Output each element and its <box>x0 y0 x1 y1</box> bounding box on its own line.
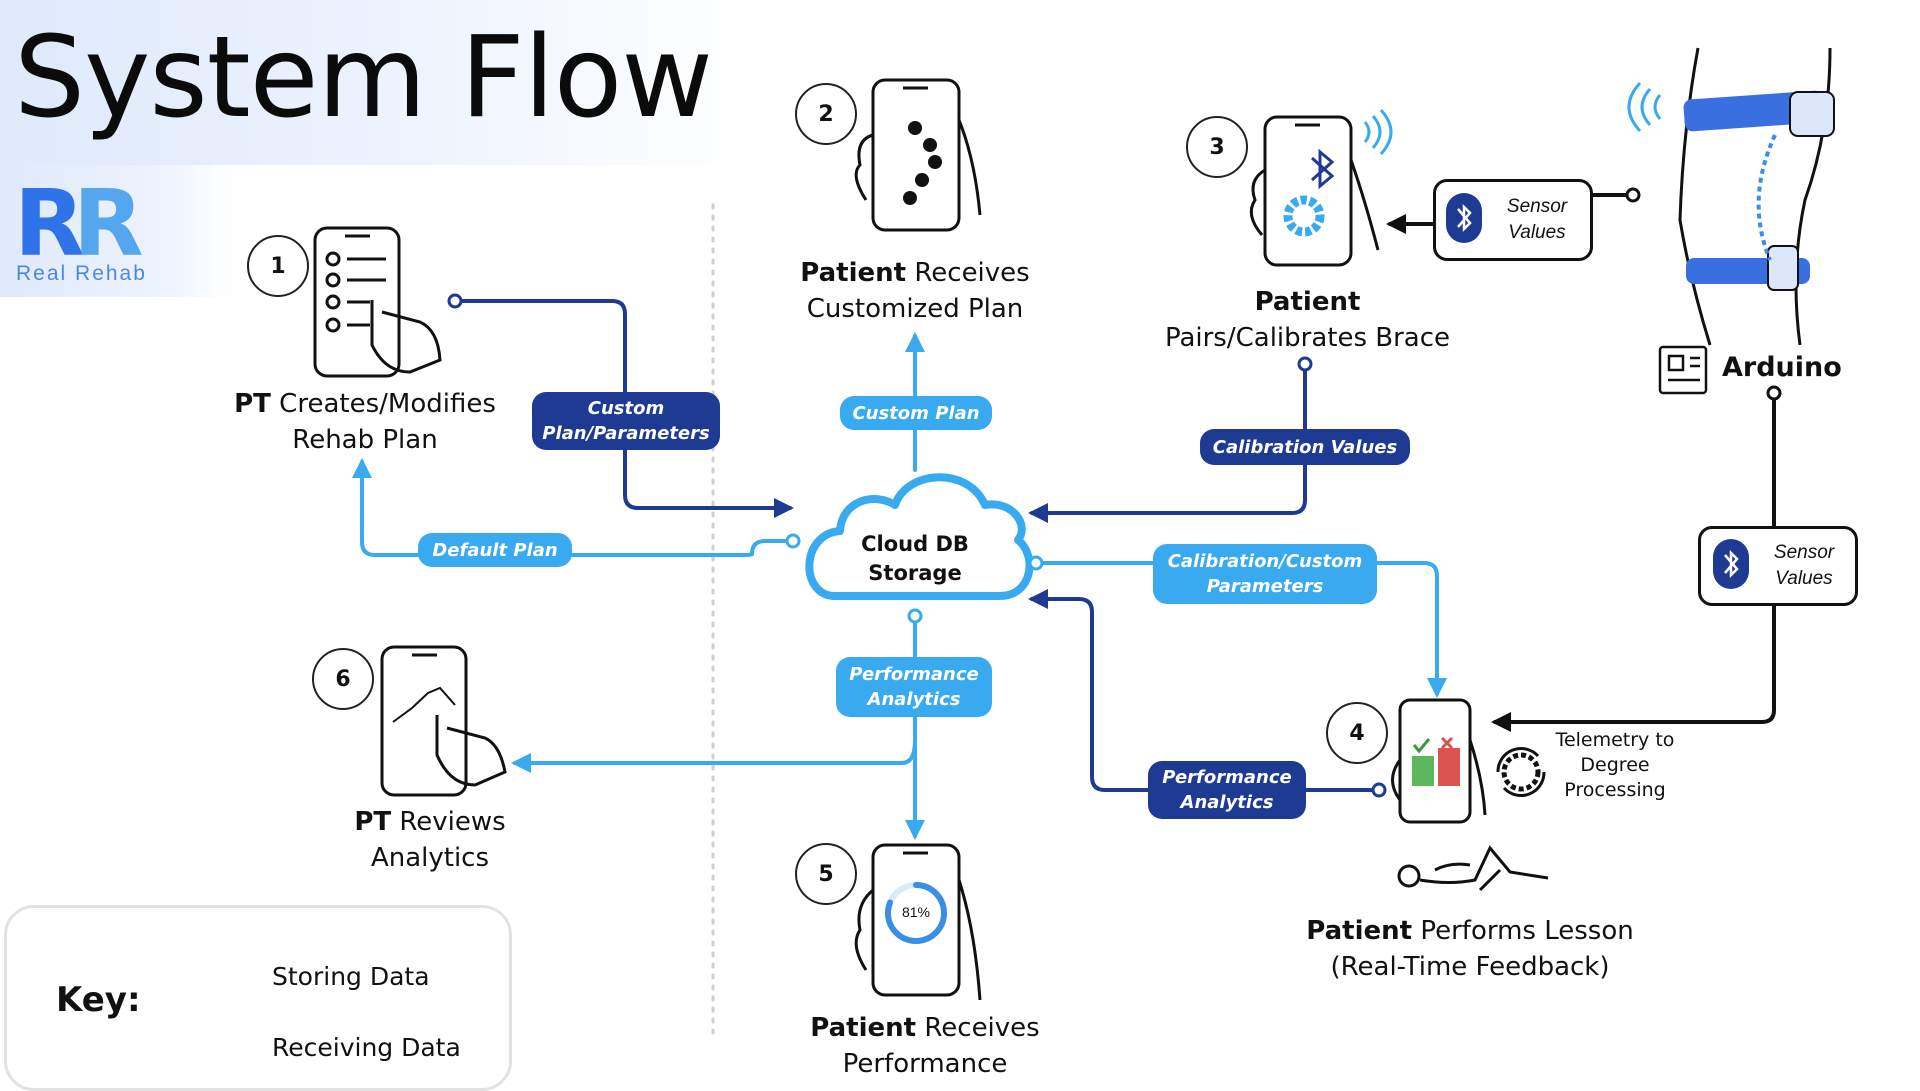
processing-refresh-icon <box>1496 747 1546 797</box>
connector-dot <box>785 533 801 549</box>
arduino-label: Arduino <box>1722 352 1842 383</box>
connector-dot <box>1371 782 1387 798</box>
connector-dot <box>1028 555 1044 571</box>
arrow-performance-to-pt <box>511 738 917 773</box>
phone-plan-icon <box>854 78 982 232</box>
phone-checklist-icon <box>313 226 442 378</box>
check-icon <box>1412 738 1431 754</box>
connector-dot <box>1766 385 1782 401</box>
progress-ring <box>885 882 947 944</box>
cross-icon <box>1440 736 1454 750</box>
page-title: System Flow <box>14 13 713 143</box>
connector-dot <box>1625 187 1641 203</box>
patient-lying-icon <box>1397 845 1549 892</box>
logo-text: Real Rehab <box>16 262 147 285</box>
step-badge-4: 4 <box>1326 702 1388 764</box>
bluetooth-icon <box>1310 148 1335 190</box>
step-label-4: Patient Performs Lesson(Real-Time Feedba… <box>1306 916 1634 982</box>
connector-dot <box>907 608 923 624</box>
arrow-calibration-to-cloud <box>1028 362 1307 523</box>
pill-calibration-values: Calibration Values <box>1200 429 1410 465</box>
phone-feedback-icon <box>1391 698 1487 824</box>
step-badge-1: 1 <box>247 235 309 297</box>
arrow-analytics-to-cloud <box>1028 589 1377 792</box>
phone-analytics-icon <box>380 645 507 797</box>
legend-box <box>4 905 512 1091</box>
legend-receiving-label: Receiving Data <box>272 1033 461 1062</box>
arduino-chip-icon <box>1658 345 1708 395</box>
connector-dot <box>447 293 463 309</box>
pill-default-plan: Default Plan <box>418 533 572 567</box>
knee-brace-icon <box>1627 47 1835 346</box>
cloud-shape <box>805 473 1034 600</box>
arrow-calibration-custom <box>1035 561 1447 698</box>
plan-dots <box>903 121 942 205</box>
feedback-bar-bad <box>1438 748 1460 786</box>
pill-custom-plan: Custom Plan <box>840 396 992 430</box>
legend-storing-label: Storing Data <box>272 962 430 991</box>
step-badge-6: 6 <box>312 648 374 710</box>
processing-gear-icon <box>1501 752 1541 792</box>
gear-icon <box>1283 195 1325 237</box>
legend-title: Key: <box>56 980 141 1020</box>
arrow-default-plan <box>352 458 794 557</box>
progress-label: 81% <box>901 904 931 920</box>
feedback-bar-good <box>1412 756 1434 786</box>
step-badge-5: 5 <box>795 843 857 905</box>
arrow-sensor-to-phone4 <box>1491 598 1776 732</box>
header-background <box>0 0 760 165</box>
bluetooth-icon <box>1446 193 1482 243</box>
step-badge-3: 3 <box>1186 116 1248 178</box>
bluetooth-icon <box>1713 539 1749 589</box>
logo-background <box>0 165 236 297</box>
phone-progress-icon <box>854 843 982 1001</box>
connector-dot <box>1297 356 1313 372</box>
phone-pairing-icon <box>1249 108 1393 267</box>
step-badge-2: 2 <box>795 83 857 145</box>
